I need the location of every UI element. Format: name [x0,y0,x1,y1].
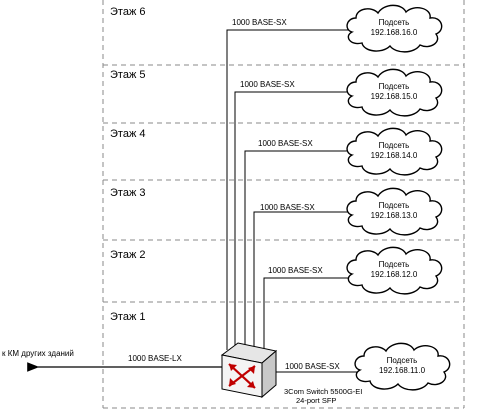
riser-links [226,29,360,373]
switch-ports-label: 24-port SFP [296,396,336,405]
link-label-floor-6: 1000 BASE-SX [232,18,287,27]
link-label-floor-4: 1000 BASE-SX [258,139,313,148]
subnet-cloud-16: Подсеть 192.168.16.0 [346,4,443,53]
link-label-floor-2: 1000 BASE-SX [268,266,323,275]
subnet-ip: 192.168.11.0 [379,366,426,375]
switch-device [220,342,278,399]
link-line-floor-5 [234,91,352,350]
floor-label-2: Этаж 2 [110,249,145,261]
subnet-cloud-12: Подсеть 192.168.12.0 [346,246,443,295]
subnet-ip: 192.168.15.0 [371,92,418,101]
link-line-floor-6 [226,29,352,350]
floor-label-6: Этаж 6 [110,6,145,18]
subnet-cloud-15: Подсеть 192.168.15.0 [346,68,443,117]
switch-model-label: 3Com Switch 5500G-EI [284,387,362,396]
subnet-title: Подсеть [379,18,410,27]
floor-label-5: Этаж 5 [110,69,145,81]
link-line-floor-3 [253,211,352,350]
subnet-title: Подсеть [379,141,410,150]
subnet-cloud-13: Подсеть 192.168.13.0 [346,187,443,236]
subnet-cloud-11: Подсеть 192.168.11.0 [354,342,451,391]
building-outline [102,0,465,409]
link-label-floor-1: 1000 BASE-SX [285,362,340,371]
subnet-ip: 192.168.16.0 [371,28,418,37]
subnet-title: Подсеть [379,201,410,210]
subnet-title: Подсеть [379,260,410,269]
subnet-ip: 192.168.12.0 [371,270,418,279]
link-label-floor-3: 1000 BASE-SX [260,203,315,212]
uplink-destination-label: к КМ других зданий [2,349,74,358]
subnet-ip: 192.168.14.0 [371,151,418,160]
link-line-floor-2 [263,277,352,352]
floor-label-1: Этаж 1 [110,311,145,323]
switch-icon [228,363,256,389]
link-line-floor-4 [244,150,352,350]
floor-label-4: Этаж 4 [110,128,145,140]
subnet-cloud-14: Подсеть 192.168.14.0 [346,127,443,176]
uplink-label: 1000 BASE-LX [128,354,182,363]
link-label-floor-5: 1000 BASE-SX [240,80,295,89]
subnet-ip: 192.168.13.0 [371,211,418,220]
floor-label-3: Этаж 3 [110,187,145,199]
subnet-title: Подсеть [387,356,418,365]
subnet-title: Подсеть [379,82,410,91]
